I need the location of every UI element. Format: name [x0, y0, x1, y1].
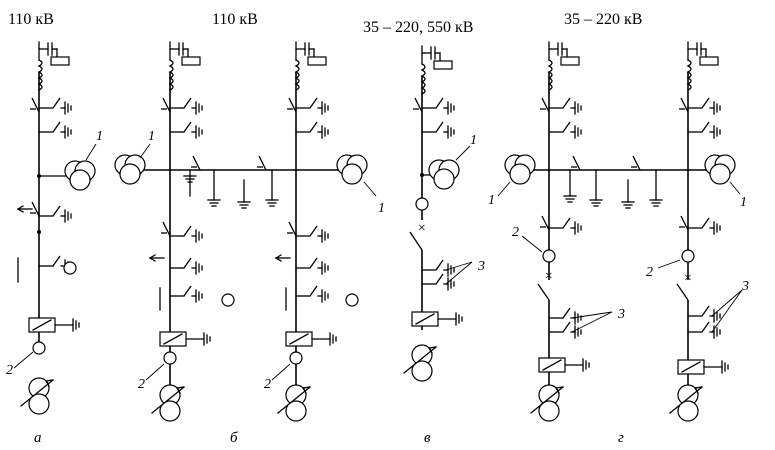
transformer-v — [428, 159, 460, 190]
header-g: 35 – 220 кВ — [564, 11, 642, 28]
caption-g: г — [618, 430, 624, 446]
label-1-a: 1 — [96, 129, 103, 144]
arrester-a — [32, 341, 46, 355]
reactor-a — [28, 317, 80, 333]
cross-mark-g-right: × — [683, 271, 692, 286]
transformer-a — [64, 160, 96, 191]
transformer-g-left — [504, 154, 536, 185]
label-2-g-right: 2 — [646, 265, 653, 280]
reg-transformer-a — [20, 377, 54, 415]
label-2-b-right: 2 — [264, 377, 271, 392]
caption-v: в — [424, 430, 431, 446]
scheme-b: 1 1 2 — [114, 41, 385, 422]
label-1-g-left: 1 — [488, 193, 495, 208]
scheme-a: 1 2 — [6, 41, 103, 415]
cross-mark-v: × — [417, 221, 426, 236]
label-1-b-right: 1 — [378, 201, 385, 216]
line-entry-a — [38, 41, 70, 91]
transformer-b-right — [336, 154, 368, 185]
label-3-g-right: 3 — [741, 279, 749, 294]
label-2-a: 2 — [6, 363, 13, 378]
scheme-g: 1 1 2 × 3 2 × — [488, 41, 749, 422]
caption-a: а — [34, 430, 42, 446]
cross-mark-g-left: × — [544, 269, 553, 284]
label-3-g-left: 3 — [617, 307, 625, 322]
scheme-v: 1 × 3 — [403, 45, 485, 382]
header-b: 110 кВ — [212, 11, 258, 28]
transformer-g-right — [704, 154, 736, 185]
transformer-b-left — [114, 154, 146, 185]
caption-b: б — [230, 430, 238, 446]
label-1-v: 1 — [470, 133, 477, 148]
header-a: 110 кВ — [8, 11, 54, 28]
label-2-g-left: 2 — [512, 225, 519, 240]
header-v: 35 – 220, 550 кВ — [363, 19, 473, 36]
label-2-b-left: 2 — [138, 377, 145, 392]
label-1-b-left: 1 — [148, 129, 155, 144]
label-3-v: 3 — [477, 259, 485, 274]
label-1-g-right: 1 — [740, 195, 747, 210]
